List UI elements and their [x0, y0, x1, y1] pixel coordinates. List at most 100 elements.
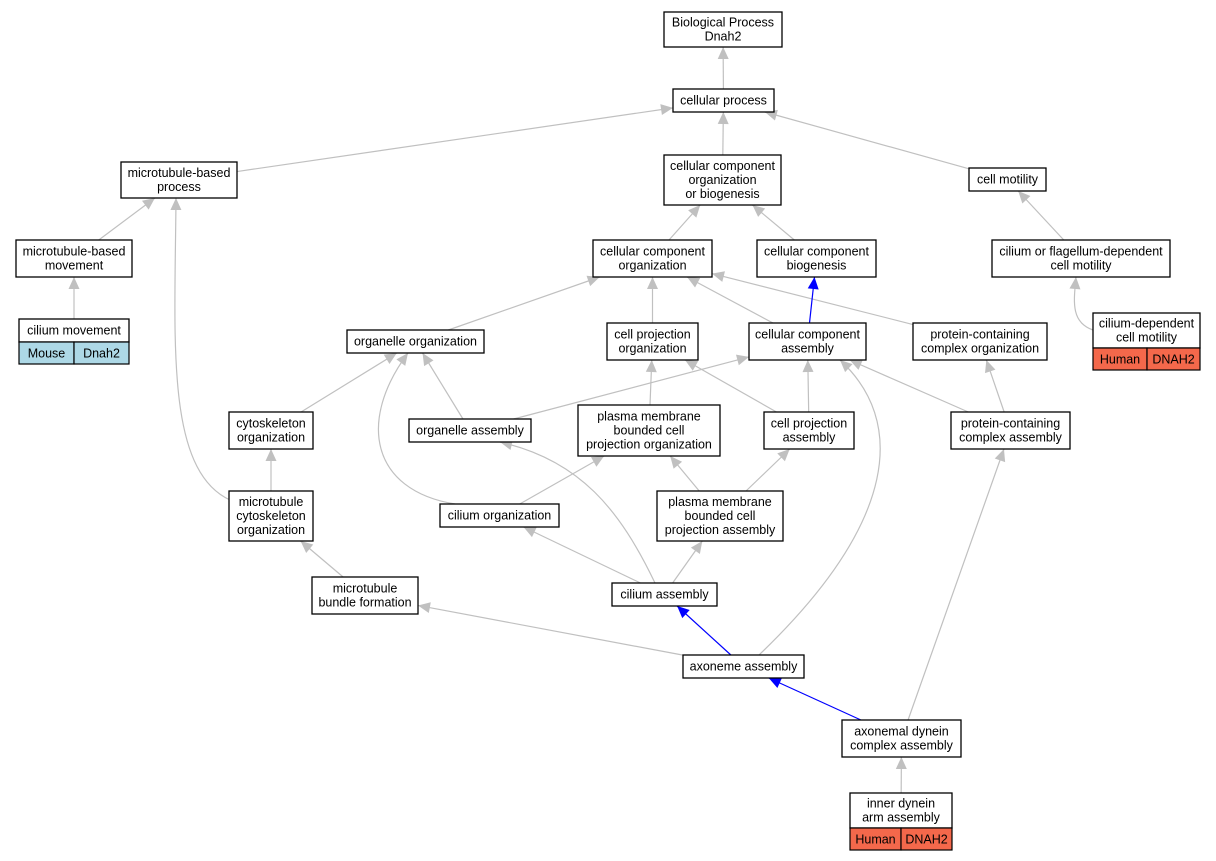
arrowhead — [677, 606, 690, 619]
term-box — [311, 576, 419, 615]
go-term-cilo[interactable]: cilium organization — [439, 503, 560, 528]
arrowhead — [170, 198, 182, 211]
edge-idaa-to-adca — [895, 756, 907, 794]
edge-mtco-to-csko — [265, 449, 277, 491]
edge-mtbp-to-cp — [236, 104, 674, 173]
term-label: projection assembly — [665, 523, 776, 537]
term-label: plasma membrane — [668, 495, 772, 509]
species-label: Mouse — [28, 347, 66, 361]
arrowhead — [586, 275, 600, 287]
arrowhead — [735, 354, 749, 366]
term-label: projection organization — [586, 438, 712, 452]
go-term-cila[interactable]: cilium assembly — [611, 582, 718, 607]
term-label: cytoskeleton — [236, 417, 306, 431]
term-label: organization — [618, 259, 686, 273]
term-box — [991, 239, 1171, 278]
term-label: cell projection — [614, 328, 690, 342]
go-term-orgo[interactable]: organelle organization — [346, 329, 485, 354]
term-box — [682, 654, 805, 679]
term-label: cilium or flagellum-dependent — [999, 245, 1163, 259]
term-label: cellular component — [755, 328, 860, 342]
edge-axa-to-cila — [676, 605, 732, 656]
go-term-cmot[interactable]: cell motility — [968, 167, 1047, 192]
term-label: movement — [45, 259, 104, 273]
edge-line — [300, 352, 398, 413]
term-label: microtubule — [239, 495, 304, 509]
go-term-axa[interactable]: axoneme assembly — [682, 654, 805, 679]
go-term-orga[interactable]: organelle assembly — [408, 418, 532, 443]
edge-line — [422, 352, 464, 420]
edge-cca-to-ccb — [807, 276, 819, 324]
term-label: cytoskeleton — [236, 509, 306, 523]
edge-pmba-to-pmbo — [669, 455, 700, 492]
edge-line — [849, 359, 969, 413]
edge-mtbm-to-mtbp — [98, 197, 156, 241]
term-label: complex organization — [921, 342, 1039, 356]
term-label: cell projection — [771, 417, 847, 431]
arrowhead — [840, 360, 853, 373]
term-box — [120, 161, 238, 199]
term-label: complex assembly — [959, 431, 1063, 445]
edge-line — [236, 107, 674, 173]
term-label: protein-containing — [930, 328, 1029, 342]
edge-cdcm-to-cfdm — [1069, 276, 1094, 331]
edge-cmot-to-cp — [764, 109, 970, 170]
edge-axa-to-mtbf — [417, 602, 684, 656]
go-term-cp[interactable]: cellular process — [672, 88, 775, 113]
gene-label: Dnah2 — [83, 347, 120, 361]
term-label: organization — [237, 523, 305, 537]
arrowhead — [383, 353, 397, 364]
edge-adca-to-axa — [768, 677, 862, 721]
edge-layer — [68, 46, 1094, 794]
term-label: complex assembly — [850, 739, 954, 753]
term-box — [663, 11, 783, 48]
edge-cpa-to-cpo — [684, 359, 777, 413]
edge-cca-to-cco — [686, 276, 774, 324]
arrowhead — [717, 47, 729, 60]
edge-pcca-to-cca — [849, 359, 969, 413]
arrowhead — [985, 360, 996, 374]
arrowhead — [712, 271, 725, 282]
edge-line — [758, 359, 881, 656]
term-label: axonemal dynein — [854, 725, 949, 739]
species-label: Human — [855, 833, 895, 847]
arrowhead — [422, 353, 434, 367]
edge-csko-to-orgo — [300, 352, 398, 413]
arrowhead — [142, 198, 155, 210]
term-box — [592, 239, 713, 278]
edge-cila-to-cilo — [523, 526, 641, 584]
edge-line — [519, 455, 605, 505]
arrowhead — [645, 360, 657, 373]
arrowhead — [590, 456, 605, 467]
edge-cila-to-pmba — [672, 540, 703, 584]
term-label: cell motility — [1050, 259, 1112, 273]
edge-line — [676, 605, 732, 656]
arrowhead — [777, 449, 790, 462]
arrowhead — [768, 677, 782, 688]
gene-cell — [900, 827, 953, 851]
edge-cilo-to-pmbo — [519, 455, 605, 505]
arrowhead — [68, 277, 80, 289]
edge-pmba-to-cpa — [745, 448, 791, 492]
